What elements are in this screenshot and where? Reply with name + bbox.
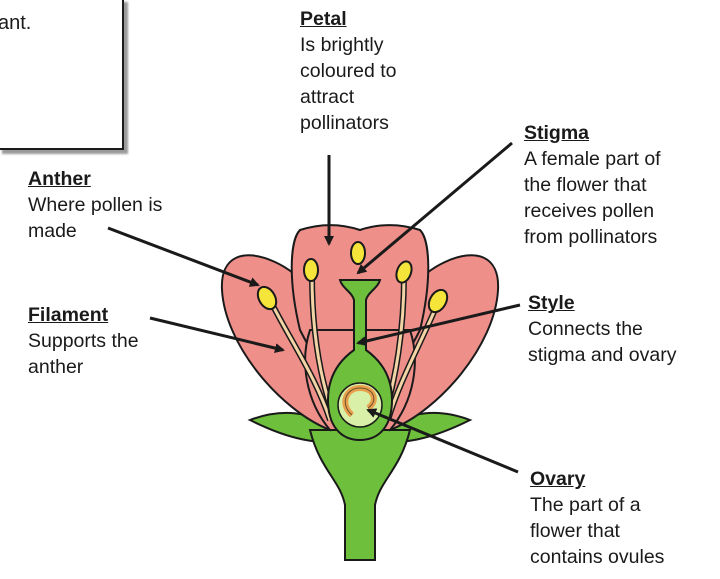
ovary-title: Ovary [530,466,664,492]
petal-title: Petal [300,6,396,32]
stigma-description: A female part of the flower that receive… [524,146,661,250]
ovary-label: Ovary The part of a flower that contains… [530,466,664,570]
style-description: Connects the stigma and ovary [528,316,677,368]
anther-title: Anther [28,166,162,192]
stigma-label: Stigma A female part of the flower that … [524,120,661,250]
filament-title: Filament [28,302,139,328]
filament-description: Supports the anther [28,328,139,380]
ovary-description: The part of a flower that contains ovule… [530,492,664,570]
stigma-title: Stigma [524,120,661,146]
petal-label: Petal Is brightly coloured to attract po… [300,6,396,136]
style-title: Style [528,290,677,316]
anther-label: Anther Where pollen is made [28,166,162,244]
stigma-arrow [358,143,512,273]
style-label: Style Connects the stigma and ovary [528,290,677,368]
filament-label: Filament Supports the anther [28,302,139,380]
petal-description: Is brightly coloured to attract pollinat… [300,32,396,136]
anther-description: Where pollen is made [28,192,162,244]
